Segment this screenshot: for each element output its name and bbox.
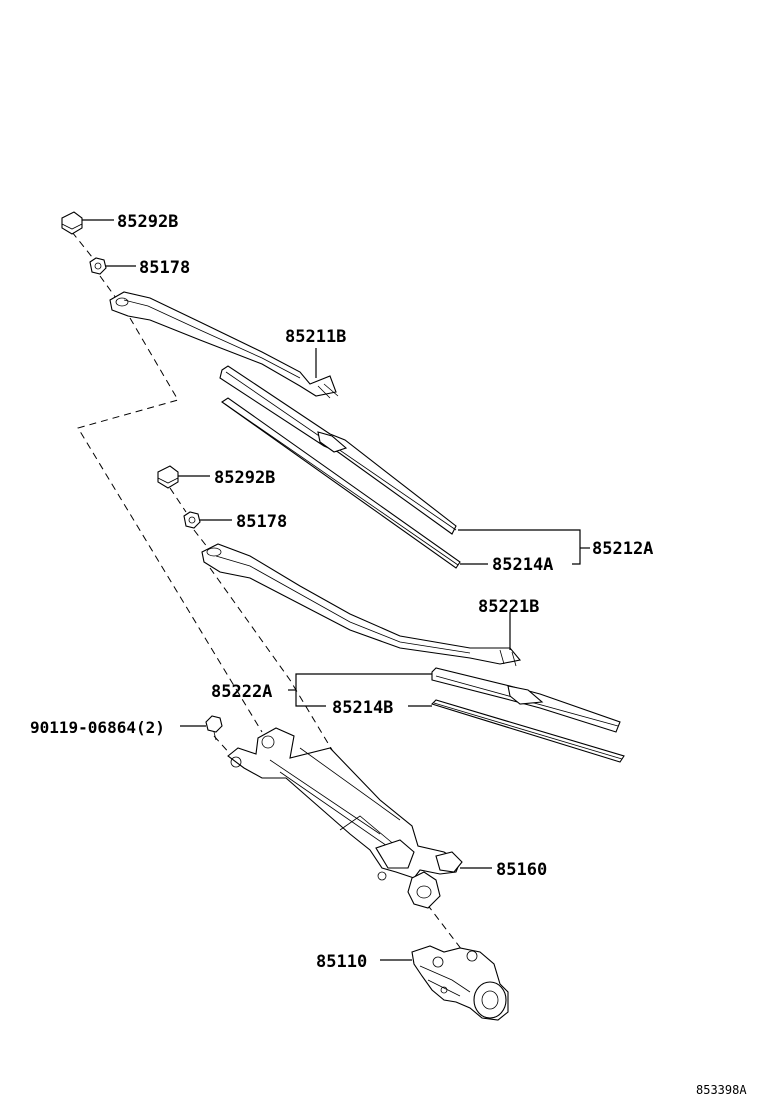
lower-rubber-part [430,699,625,763]
upper-blade-part [219,365,457,535]
upper-nut-part [89,257,107,275]
bolt-label: 90119-06864(2) [30,718,165,737]
upper-cap-label: 85292B [117,212,178,232]
upper-nut-label: 85178 [139,258,190,278]
linkage-label: 85160 [496,860,547,880]
assembly-guide-lines [71,231,463,951]
lower-rubber-label: 85214B [332,698,393,718]
upper-arm-label: 85211B [285,327,346,347]
lower-nut-label: 85178 [236,512,287,532]
figure-id: 853398A [696,1083,747,1097]
upper-rubber-part [221,397,461,569]
lower-nut-part [183,511,201,529]
upper-blade-assy-label: 85212A [592,539,653,559]
lower-wiper-arm-part [201,543,522,667]
linkage-part [227,727,463,909]
lower-blade-assy-label: 85222A [211,682,272,702]
upper-cap-part [61,211,83,235]
lower-blade-part [431,667,621,733]
upper-rubber-label: 85214A [492,555,553,575]
upper-wiper-arm-part [109,291,339,399]
lower-arm-label: 85221B [478,597,539,617]
upper-blade-bracket [458,529,581,565]
lower-cap-label: 85292B [214,468,275,488]
lower-cap-part [157,465,179,489]
motor-part [411,945,509,1021]
bolt-part [205,715,223,741]
motor-label: 85110 [316,952,367,972]
